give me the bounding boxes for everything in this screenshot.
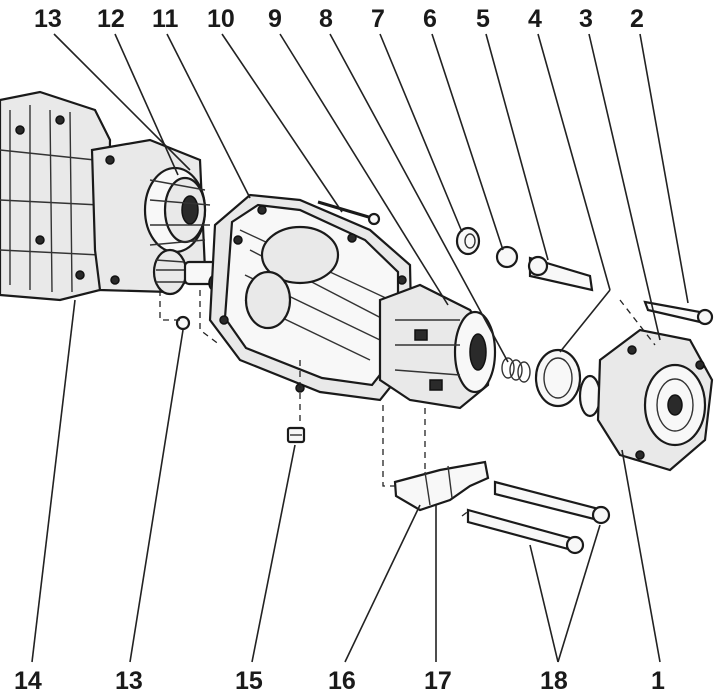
leader-lines <box>31 33 689 663</box>
bracket-bolts <box>466 480 611 555</box>
alignment-line <box>461 509 471 517</box>
callout-label-16: 16 <box>328 667 356 695</box>
bushings <box>455 226 519 269</box>
callout-label-4: 4 <box>528 5 542 33</box>
callout-label-5: 5 <box>476 5 490 33</box>
callout-label-11: 11 <box>152 5 179 33</box>
callout-label-10: 10 <box>207 5 235 33</box>
callout-label-2: 2 <box>630 5 644 33</box>
alignment-line <box>382 405 398 487</box>
callout-label-18: 18 <box>540 667 568 695</box>
callout-label-17: 17 <box>424 667 452 695</box>
callout-label-13-bottom: 13 <box>115 667 143 695</box>
splined-shaft <box>143 166 211 254</box>
mounting-bracket <box>393 460 490 512</box>
shift-pin <box>527 255 594 292</box>
small-nut <box>175 315 191 331</box>
output-shaft-assembly <box>378 283 497 410</box>
callout-label-1: 1 <box>651 667 665 695</box>
callout-label-6: 6 <box>423 5 437 33</box>
callout-label-15: 15 <box>235 667 263 695</box>
rear-cover-flange <box>596 328 714 472</box>
housing-bolt <box>317 200 381 226</box>
transfer-case-housing <box>208 193 414 402</box>
callout-label-3: 3 <box>579 5 593 33</box>
alignment-line <box>159 290 183 321</box>
compression-spring <box>501 357 531 383</box>
alignment-line <box>619 299 656 346</box>
callout-label-13-top: 13 <box>34 5 62 33</box>
callout-label-14: 14 <box>14 667 42 695</box>
drain-plug <box>286 426 306 444</box>
callout-label-7: 7 <box>371 5 385 33</box>
callout-label-8: 8 <box>319 5 333 33</box>
callout-label-9: 9 <box>268 5 282 33</box>
seal-rings <box>534 348 602 418</box>
alignment-line <box>199 290 221 346</box>
cover-bolt <box>643 300 714 326</box>
callout-label-12: 12 <box>97 5 125 33</box>
